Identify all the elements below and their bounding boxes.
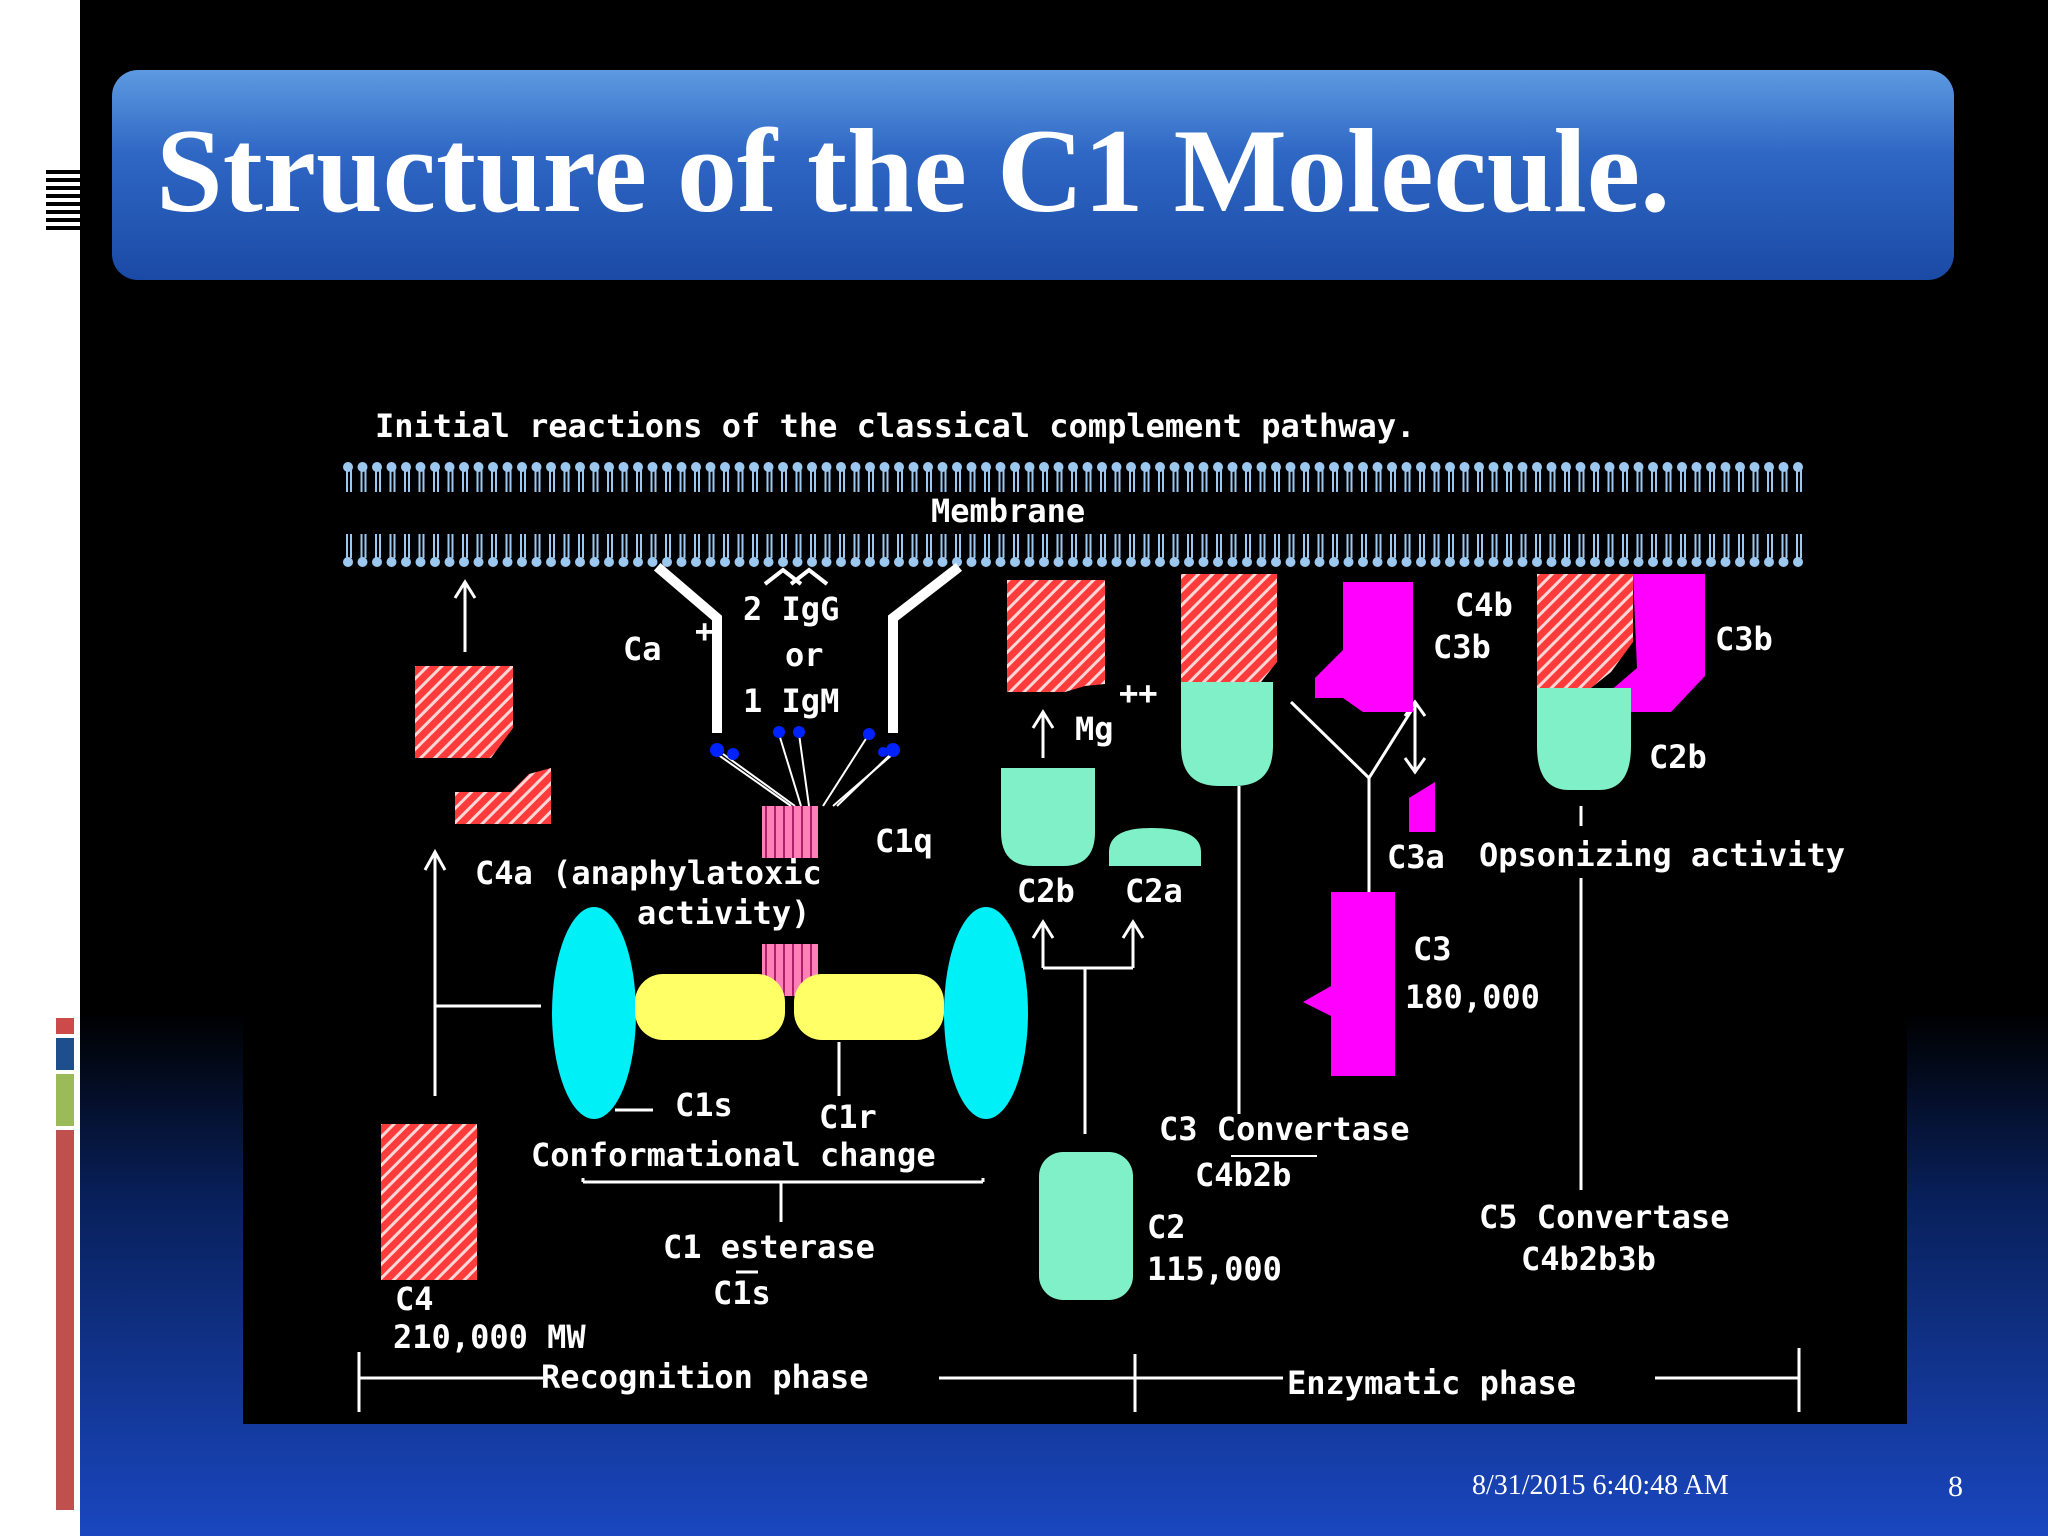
c5-convertase-composition: C4b2b3b [1521, 1240, 1656, 1278]
stripe-decoration-red-small [56, 1018, 74, 1034]
c2a-label: C2a [1125, 872, 1183, 910]
stripe-decoration-red-long [56, 1130, 74, 1510]
diagram-heading: Initial reactions of the classical compl… [375, 407, 1415, 445]
c1s-ellipse-left [552, 907, 636, 1119]
c2b-right-label: C2b [1649, 738, 1707, 776]
c2b-label: C2b [1017, 872, 1075, 910]
c2-mw-label: 115,000 [1147, 1250, 1282, 1288]
c3-convertase-composition: C4b2b [1195, 1156, 1291, 1194]
mg-superscript: ++ [1119, 674, 1158, 712]
c4b-fragment [415, 666, 513, 758]
c1q-heads [710, 726, 900, 760]
c3a-fragment [1391, 782, 1435, 832]
c4-label: C4 [395, 1280, 434, 1318]
antibody-hinge [763, 567, 829, 586]
c4-molecule [381, 1124, 477, 1280]
c3a-label: C3a [1387, 838, 1445, 876]
membrane-bilayer [343, 462, 1807, 574]
recognition-phase-label: Recognition phase [541, 1358, 869, 1396]
left-sidebar [0, 0, 80, 1536]
c1-pointers [581, 1042, 985, 1274]
mg-label: Mg [1075, 710, 1114, 748]
phase-bar [357, 1348, 1801, 1412]
stripe-decoration-top [46, 170, 80, 230]
complement-pathway-diagram: Initial reactions of the classical compl… [243, 382, 1907, 1424]
c2-arrows [1031, 919, 1145, 1134]
stripe-decoration-green [56, 1074, 74, 1126]
c1s-label: C1s [675, 1086, 733, 1124]
c4a-fragment [455, 768, 551, 824]
c1s-bar-label: C1s [713, 1274, 771, 1312]
antibody-arms [653, 562, 963, 733]
c4a-label-line2: activity) [637, 894, 810, 932]
c4a-label-line1: C4a (anaphylatoxic [475, 854, 822, 892]
c1r-left [635, 974, 785, 1040]
ca-label: Ca [623, 630, 662, 668]
c4-mw-label: 210,000 MW [393, 1318, 586, 1356]
c2-label: C2 [1147, 1208, 1186, 1246]
enzymatic-phase-label: Enzymatic phase [1287, 1364, 1576, 1402]
c2a-fragment [1109, 828, 1201, 866]
c3-molecule [1303, 892, 1395, 1076]
c3b-mid-label: C3b [1433, 628, 1491, 666]
ca-superscript: + [695, 612, 714, 650]
c1s-ellipse-right [944, 907, 1028, 1119]
c2-molecule [1039, 1152, 1133, 1300]
c3-convertase-label: C3 Convertase [1159, 1110, 1409, 1148]
c5-convertase-label: C5 Convertase [1479, 1198, 1729, 1236]
c4-arrows [423, 579, 541, 1096]
membrane-label: Membrane [931, 492, 1085, 530]
igg-label: 2 IgG [743, 590, 839, 628]
c4b-in-c3-convertase [1181, 574, 1277, 682]
page-title: Structure of the C1 Molecule. [156, 104, 1671, 237]
c3-mw-label: 180,000 [1405, 978, 1540, 1016]
c2b-in-c5-convertase [1537, 688, 1631, 790]
slide-page-number: 8 [1948, 1470, 1963, 1503]
or-label: or [785, 636, 824, 674]
c1r-label: C1r [819, 1098, 877, 1136]
c1q-stalk-bundle [762, 806, 818, 858]
c3b-right-label: C3b [1715, 620, 1773, 658]
c1q-label: C1q [875, 822, 933, 860]
mg-arrow [1031, 709, 1055, 758]
c4b-in-c5-convertase [1537, 574, 1633, 688]
c3b-in-c5-convertase [1609, 574, 1705, 712]
c3b-fragment-mid [1315, 582, 1413, 712]
c2b-in-c3-convertase [1181, 682, 1273, 786]
title-banner [112, 70, 1954, 280]
diagram-svg: Initial reactions of the classical compl… [343, 407, 1845, 1412]
c1r-right [794, 974, 944, 1040]
stripe-decoration-blue [56, 1038, 74, 1070]
c4b-membrane-bound [1007, 580, 1105, 692]
igm-label: 1 IgM [743, 682, 839, 720]
c4b-label: C4b [1455, 586, 1513, 624]
slide-date: 8/31/2015 6:40:48 AM [1472, 1470, 1729, 1501]
c1q-stalks [716, 733, 896, 807]
conformational-change-label: Conformational change [531, 1136, 936, 1174]
c1-esterase-label: C1 esterase [663, 1228, 875, 1266]
opsonizing-label: Opsonizing activity [1479, 836, 1845, 874]
c3-label: C3 [1413, 930, 1452, 968]
c2b-fragment [1001, 768, 1095, 866]
